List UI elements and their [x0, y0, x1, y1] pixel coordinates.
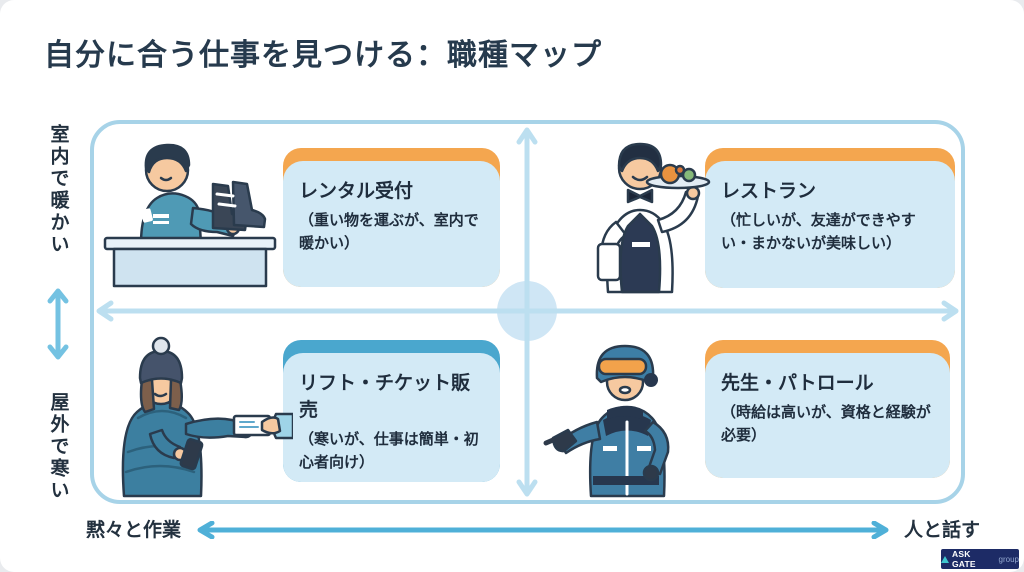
card-body: リフト・チケット販売 （寒いが、仕事は簡単・初心者向け） [283, 353, 500, 482]
card-rental-reception: レンタル受付 （重い物を運ぶが、室内で暖かい） [283, 148, 500, 287]
x-axis-left-label: 黙々と作業 [86, 520, 182, 541]
y-axis: 室内で暖かい 屋外で寒い [38, 124, 78, 502]
card-title: レンタル受付 [299, 181, 414, 202]
card-instructor-patrol: 先生・パトロール （時給は高いが、資格と経験が必要） [705, 340, 950, 478]
card-body: レンタル受付 （重い物を運ぶが、室内で暖かい） [283, 161, 500, 287]
card-restaurant: レストラン （忙しいが、友達ができやすい・まかないが美味しい） [705, 148, 955, 288]
logo-mountain-icon [941, 555, 949, 563]
ski-patrol-instructor-illustration [543, 344, 676, 498]
page-title: 自分に合う仕事を見つける：職種マップ [44, 39, 602, 72]
card-description: （寒いが、仕事は簡単・初心者向け） [299, 431, 479, 471]
waiter-with-tray-illustration [596, 142, 711, 294]
card-lift-ticket-sales: リフト・チケット販売 （寒いが、仕事は簡単・初心者向け） [283, 340, 500, 482]
card-title: 先生・パトロール [721, 373, 874, 394]
logo-suffix-text: group [998, 554, 1019, 564]
y-axis-top-label: 室内で暖かい [47, 124, 69, 256]
y-axis-bottom-label: 屋外で寒い [47, 392, 69, 502]
x-axis-arrow [197, 521, 889, 539]
card-body: 先生・パトロール （時給は高いが、資格と経験が必要） [705, 353, 950, 478]
card-title: リフト・チケット販売 [299, 373, 471, 421]
card-body: レストラン （忙しいが、友達ができやすい・まかないが美味しい） [705, 161, 955, 288]
company-logo: ASK GATE group [941, 549, 1019, 569]
card-description: （忙しいが、友達ができやすい・まかないが美味しい） [721, 212, 916, 252]
card-description: （時給は高いが、資格と経験が必要） [721, 404, 931, 444]
card-title: レストラン [721, 181, 817, 202]
logo-brand-text: ASK GATE [952, 549, 976, 569]
card-description: （重い物を運ぶが、室内で暖かい） [299, 212, 479, 252]
y-axis-arrow [47, 288, 69, 360]
x-axis-right-label: 人と話す [904, 520, 981, 541]
ticket-seller-illustration [121, 336, 293, 498]
rental-counter-staff-illustration [103, 143, 277, 288]
